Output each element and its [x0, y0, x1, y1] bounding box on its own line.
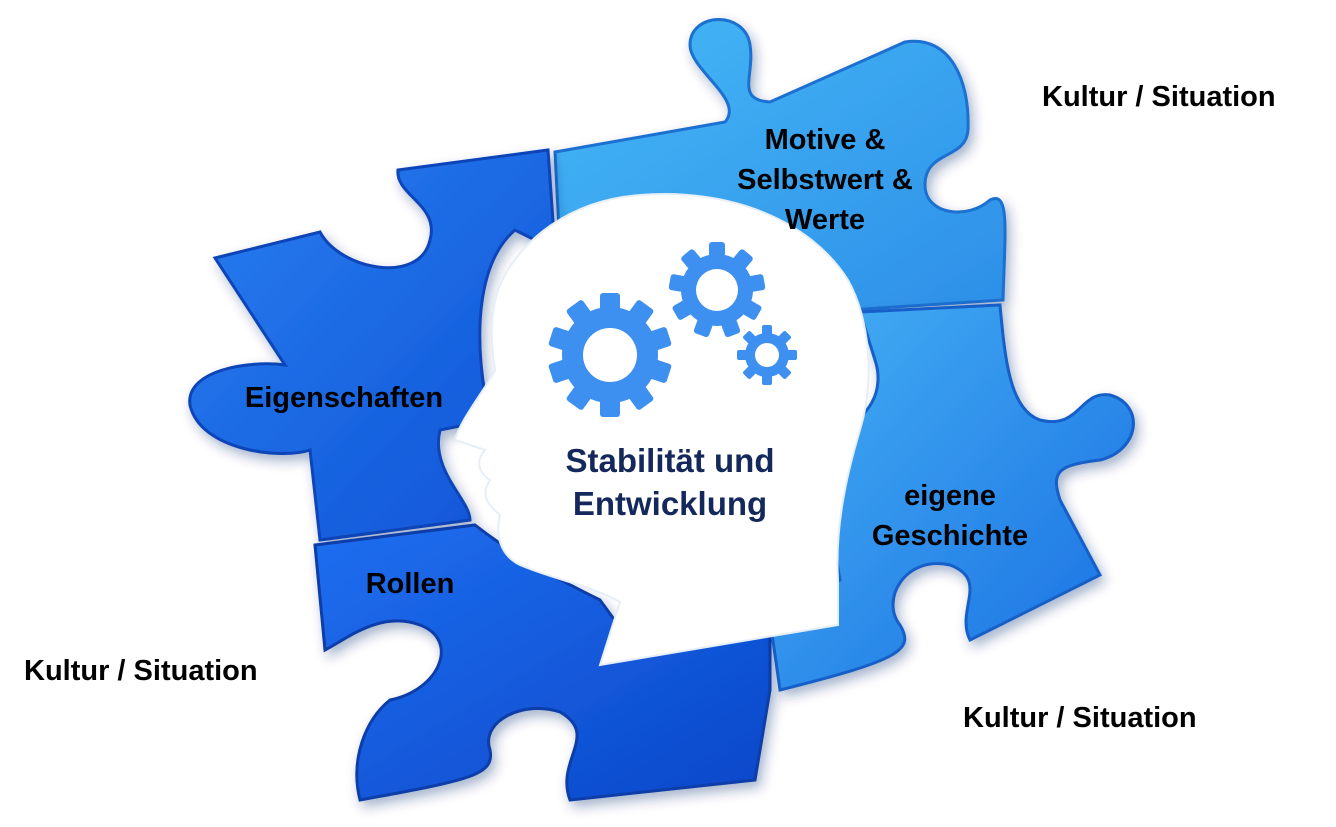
- gears-icon: [548, 242, 797, 417]
- head-silhouette-icon: [453, 193, 870, 667]
- label-context-top-right: Kultur / Situation: [1042, 81, 1276, 113]
- label-rollen: Rollen: [365, 568, 455, 600]
- label-context-left: Kultur / Situation: [24, 655, 258, 687]
- label-geschichte: eigene Geschichte: [871, 480, 1029, 553]
- label-motive: Motive & Selbstwert & Werte: [737, 124, 913, 237]
- puzzle-piece-eigenschaften: [188, 148, 557, 542]
- label-center: Stabilität und Entwicklung: [565, 442, 775, 522]
- medium-gear-icon: [668, 242, 766, 337]
- label-context-bottom-right: Kultur / Situation: [963, 702, 1197, 734]
- small-gear-icon: [737, 325, 797, 385]
- label-eigenschaften: Eigenschaften: [244, 382, 444, 414]
- large-gear-icon: [548, 293, 672, 417]
